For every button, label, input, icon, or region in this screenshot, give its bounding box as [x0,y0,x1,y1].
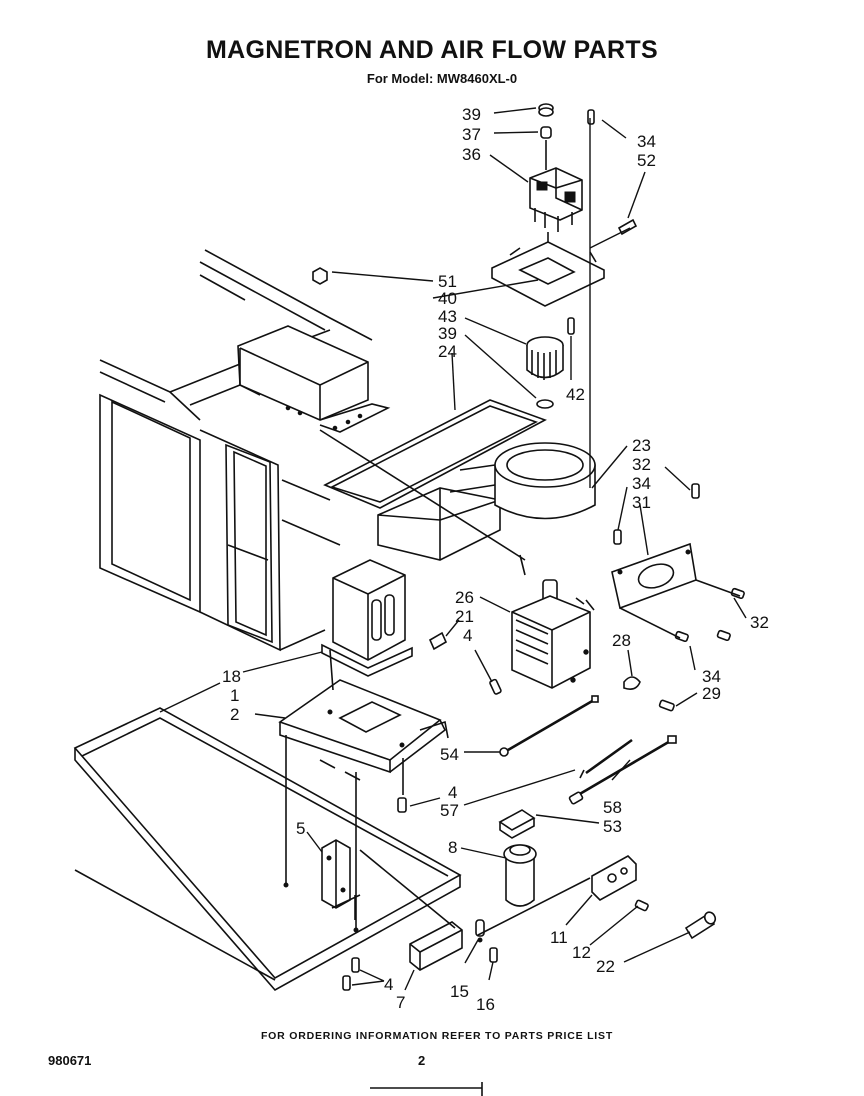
bracket-31 [611,483,745,643]
callout-39b: 39 [438,324,457,343]
screw-29 [658,699,675,712]
fan-blade [526,317,575,409]
callout-1: 1 [230,686,239,705]
base-plate [73,707,462,992]
callout-53: 53 [603,817,622,836]
transformer-base [278,679,449,781]
page-number: 2 [418,1053,426,1068]
callout-54: 54 [440,745,459,764]
callout-23: 23 [632,436,651,455]
callout-2: 2 [230,705,239,724]
fan-motor-assembly [529,103,638,236]
callout-32a: 32 [632,455,651,474]
page-title: MAGNETRON AND AIR FLOW PARTS [206,36,658,64]
callout-5: 5 [296,819,305,838]
magnetron [511,579,595,689]
callout-22: 22 [596,957,615,976]
callout-8: 8 [448,838,457,857]
cabinet-outline [99,249,373,652]
cover-box [237,325,391,433]
callout-32b: 32 [750,613,769,632]
callout-31: 31 [632,493,651,512]
callout-42: 42 [566,385,585,404]
callout-24: 24 [438,342,457,361]
callout-16: 16 [476,995,495,1014]
callout-36: 36 [462,145,481,164]
diode-53 [498,809,536,831]
wire-harnesses [499,695,677,805]
lower-parts [283,849,717,991]
model-subtitle: For Model: MW8460XL-0 [366,71,518,86]
capacitor [503,844,537,907]
air-duct [319,399,596,576]
callout-15: 15 [450,982,469,1001]
bracket-5 [321,839,361,920]
callout-11: 11 [550,928,568,947]
callout-29: 29 [702,684,721,703]
screw-4b [397,797,407,813]
callout-4b: 4 [448,783,457,802]
nut-51 [312,267,328,285]
callout-28: 28 [612,631,631,650]
callout-57: 57 [440,801,459,820]
callout-labels: 39 37 36 34 52 51 40 43 39 24 42 23 32 3… [222,105,769,1014]
callout-43: 43 [438,307,457,326]
callout-34c: 34 [702,667,721,686]
callout-34a: 34 [637,132,656,151]
screw-4a [489,678,502,695]
callout-4a: 4 [463,626,472,645]
callout-18: 18 [222,667,241,686]
callout-51: 51 [438,272,457,291]
callout-21: 21 [455,607,474,626]
part-28 [623,676,641,690]
callout-4c: 4 [384,975,393,994]
callout-12: 12 [572,943,591,962]
callout-26: 26 [455,588,474,607]
bottom-edge-mark [370,1082,483,1096]
callout-52: 52 [637,151,656,170]
document-number: 980671 [48,1053,92,1068]
assembly-lines [285,649,404,930]
ordering-note: FOR ORDERING INFORMATION REFER TO PARTS … [260,1030,614,1042]
callout-39a: 39 [462,105,481,124]
callout-34b: 34 [632,474,651,493]
motor-bracket [491,232,605,307]
transformer [321,559,413,677]
callout-40: 40 [438,289,457,308]
callout-58: 58 [603,798,622,817]
part-21 [428,631,448,651]
callout-7: 7 [396,993,405,1012]
callout-37: 37 [462,125,481,144]
leader-lines [159,107,747,991]
